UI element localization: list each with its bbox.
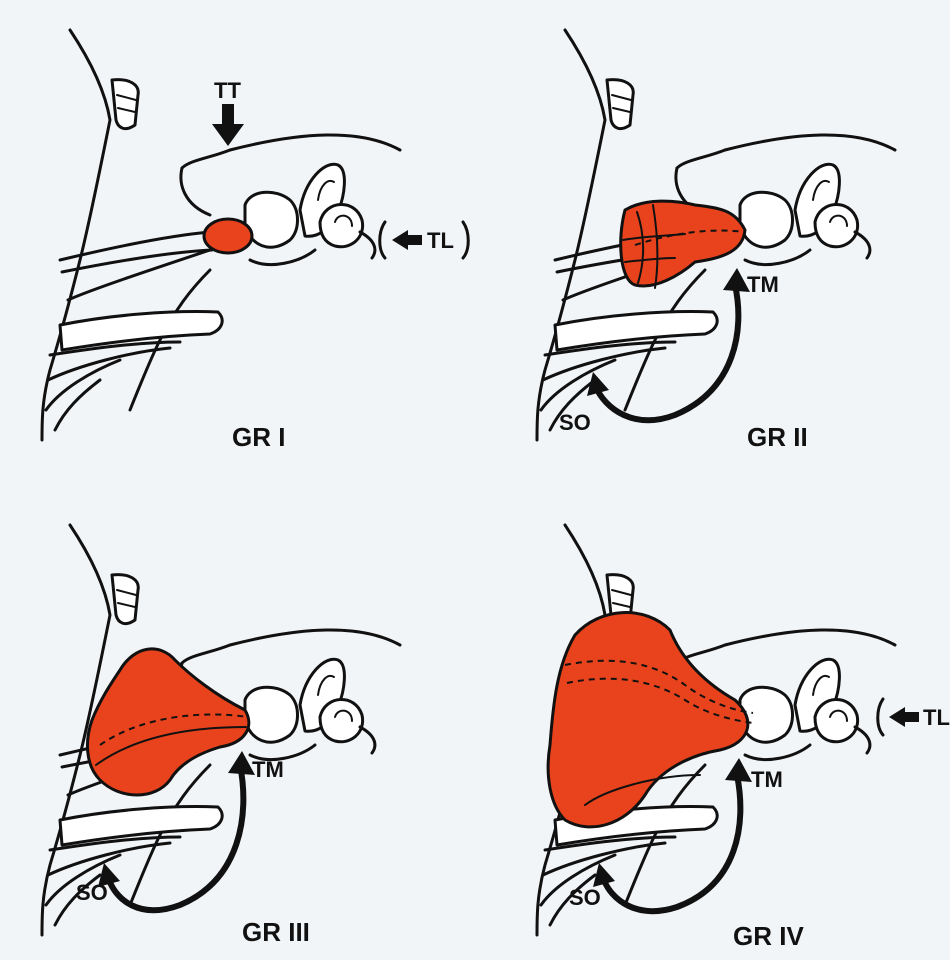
label-tt: TT <box>214 78 241 103</box>
tl-arrow-icon <box>380 222 469 258</box>
label-tm: TM <box>252 757 284 782</box>
label-so: SO <box>559 410 591 435</box>
tumor-grade-1 <box>204 219 252 253</box>
label-so: SO <box>76 880 108 905</box>
panel-grade-4: TM SO TL GR IV <box>537 525 950 951</box>
tumor-grade-4 <box>548 613 748 827</box>
label-tm: TM <box>751 767 783 792</box>
arrowhead-top <box>725 758 752 782</box>
panel-grade-3: TM SO GR III <box>42 525 400 947</box>
panel-title: GR I <box>232 422 285 452</box>
panel-grade-2: TM SO GR II <box>537 30 895 452</box>
tl-arrow-icon <box>878 699 919 735</box>
label-tm: TM <box>747 272 779 297</box>
arrowhead-bottom <box>587 372 609 396</box>
panel-title: GR III <box>242 917 310 947</box>
panel-title: GR IV <box>733 921 804 951</box>
tt-arrow-icon <box>212 104 244 146</box>
panel-grade-1: TT TL GR I <box>42 30 468 452</box>
extension-arrow-icon <box>595 285 738 420</box>
label-so: SO <box>569 885 601 910</box>
label-tl: TL <box>923 705 950 730</box>
arrowhead-top <box>723 268 750 292</box>
arrowhead-bottom <box>593 863 615 887</box>
label-tl: TL <box>427 228 454 253</box>
panel-title: GR II <box>747 422 808 452</box>
tumor-grade-3 <box>87 649 248 795</box>
